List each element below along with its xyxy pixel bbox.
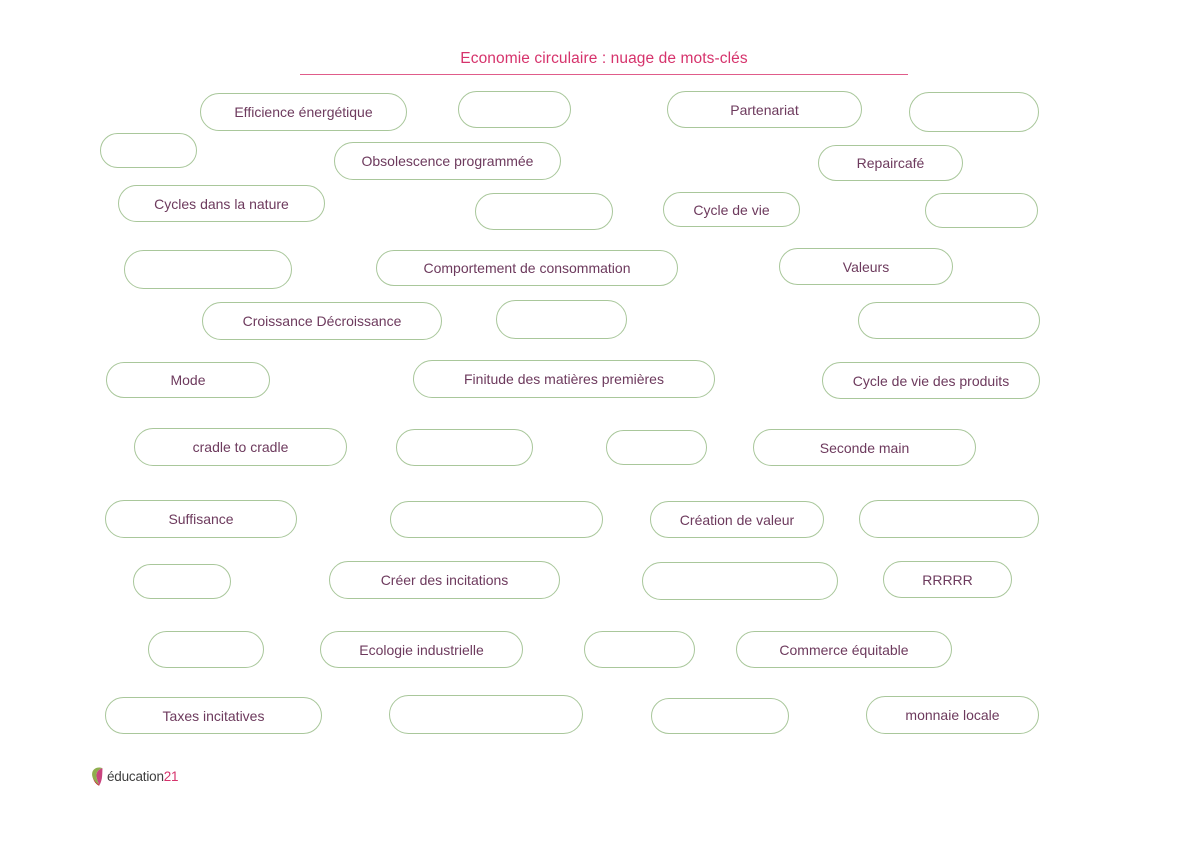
word-box[interactable]: Efficience énergétique (200, 93, 407, 131)
page-title: Economie circulaire : nuage de mots-clés (460, 50, 748, 67)
word-box[interactable]: Obsolescence programmée (334, 142, 561, 180)
word-box[interactable]: cradle to cradle (134, 428, 347, 466)
word-box[interactable]: Comportement de consommation (376, 250, 678, 286)
empty-word-box[interactable] (651, 698, 789, 734)
word-box[interactable]: Valeurs (779, 248, 953, 285)
empty-word-box[interactable] (642, 562, 838, 600)
empty-word-box[interactable] (606, 430, 707, 465)
word-box[interactable]: Création de valeur (650, 501, 824, 538)
word-box[interactable]: Partenariat (667, 91, 862, 128)
word-box[interactable]: Cycles dans la nature (118, 185, 325, 222)
word-box[interactable]: Finitude des matières premières (413, 360, 715, 398)
empty-word-box[interactable] (390, 501, 603, 538)
word-box[interactable]: Suffisance (105, 500, 297, 538)
education21-logo-text: éducation21 (107, 768, 179, 784)
word-box[interactable]: Seconde main (753, 429, 976, 466)
empty-word-box[interactable] (909, 92, 1039, 132)
empty-word-box[interactable] (148, 631, 264, 668)
empty-word-box[interactable] (925, 193, 1038, 228)
word-box[interactable]: Taxes incitatives (105, 697, 322, 734)
word-box[interactable]: Ecologie industrielle (320, 631, 523, 668)
education21-logo: éducation21 (90, 764, 179, 788)
logo-number: 21 (163, 768, 179, 784)
empty-word-box[interactable] (475, 193, 613, 230)
empty-word-box[interactable] (389, 695, 583, 734)
empty-word-box[interactable] (858, 302, 1040, 339)
empty-word-box[interactable] (496, 300, 627, 339)
word-box[interactable]: monnaie locale (866, 696, 1039, 734)
empty-word-box[interactable] (124, 250, 292, 289)
word-box[interactable]: Mode (106, 362, 270, 398)
empty-word-box[interactable] (458, 91, 571, 128)
word-box[interactable]: Cycle de vie des produits (822, 362, 1040, 399)
word-box[interactable]: RRRRR (883, 561, 1012, 598)
empty-word-box[interactable] (584, 631, 695, 668)
word-box[interactable]: Créer des incitations (329, 561, 560, 599)
logo-word: éducation (107, 768, 164, 784)
word-box[interactable]: Cycle de vie (663, 192, 800, 227)
word-box[interactable]: Repaircafé (818, 145, 963, 181)
word-box[interactable]: Croissance Décroissance (202, 302, 442, 340)
empty-word-box[interactable] (859, 500, 1039, 538)
empty-word-box[interactable] (100, 133, 197, 168)
empty-word-box[interactable] (133, 564, 231, 599)
empty-word-box[interactable] (396, 429, 533, 466)
word-box[interactable]: Commerce équitable (736, 631, 952, 668)
title-divider (300, 74, 908, 75)
education21-logo-mark-icon (90, 765, 106, 787)
